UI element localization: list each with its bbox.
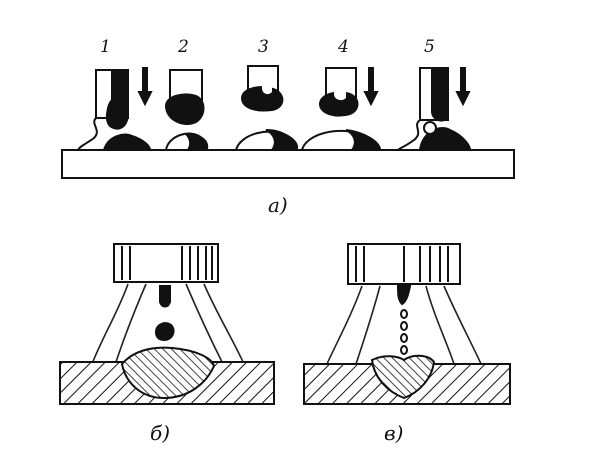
electrode-4-drop bbox=[318, 91, 359, 117]
pool-1 bbox=[102, 133, 152, 151]
electrode-2-drop bbox=[164, 93, 205, 125]
deposit-4-shade bbox=[345, 129, 382, 151]
stage-3: 3 bbox=[234, 37, 298, 151]
caption-b: б) bbox=[150, 421, 170, 445]
caption-a: а) bbox=[268, 193, 288, 217]
flame-b-2 bbox=[115, 283, 147, 363]
part-c: в) bbox=[303, 243, 511, 445]
arrow-5 bbox=[455, 67, 471, 107]
stage-1: 1 bbox=[77, 37, 153, 151]
droplet-c-1 bbox=[396, 285, 412, 306]
electrode-4-core bbox=[334, 72, 346, 101]
electrode-5-core bbox=[431, 67, 449, 122]
droplet-b-1 bbox=[159, 285, 171, 308]
electrode-1-tip bbox=[105, 69, 129, 130]
drop-3-core bbox=[262, 70, 272, 95]
deposit-3-shade bbox=[265, 129, 298, 151]
pool-b bbox=[120, 346, 216, 400]
part-b: б) bbox=[59, 243, 275, 445]
torch-head-c-grooves bbox=[355, 246, 449, 282]
bridge-5 bbox=[397, 119, 421, 151]
pool-5-ring bbox=[423, 121, 437, 135]
arrow-1 bbox=[137, 67, 153, 107]
arrow-4 bbox=[363, 67, 379, 107]
flame-c-3 bbox=[425, 285, 455, 365]
bridge-1 bbox=[77, 117, 98, 151]
stage-4-number: 4 bbox=[337, 37, 349, 57]
stage-4: 4 bbox=[300, 37, 382, 151]
torch-head-b-grooves bbox=[121, 246, 213, 280]
flame-b-4 bbox=[203, 283, 245, 365]
stage-2-number: 2 bbox=[177, 37, 189, 57]
stage-3-number: 3 bbox=[258, 37, 269, 57]
pool-c bbox=[370, 354, 436, 400]
part-a: 1 2 3 4 bbox=[61, 37, 515, 217]
flame-b-1 bbox=[91, 283, 129, 365]
electrode-3-drop bbox=[240, 86, 284, 112]
stage-5-number: 5 bbox=[424, 37, 435, 57]
torch-head-b bbox=[113, 243, 219, 283]
flame-c-1 bbox=[325, 285, 363, 367]
droplet-c-2 bbox=[400, 309, 408, 319]
stage-2: 2 bbox=[164, 37, 209, 151]
flame-c-2 bbox=[355, 285, 381, 365]
base-plate bbox=[61, 149, 515, 179]
caption-c: в) bbox=[384, 421, 403, 445]
stage-5: 5 bbox=[397, 37, 472, 151]
droplet-c-3 bbox=[400, 321, 408, 331]
droplet-c-4 bbox=[400, 333, 408, 343]
flame-c-4 bbox=[443, 285, 483, 367]
stage-1-number: 1 bbox=[100, 37, 111, 57]
deposit-2-shade bbox=[183, 132, 208, 151]
droplet-c-5 bbox=[400, 345, 408, 355]
droplet-b-2 bbox=[154, 322, 175, 342]
flame-b-3 bbox=[185, 283, 223, 363]
